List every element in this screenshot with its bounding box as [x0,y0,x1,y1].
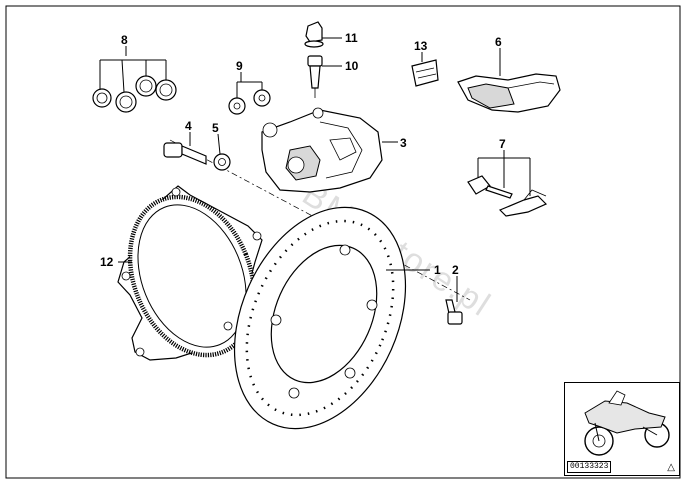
motorcycle-silhouette [584,390,670,456]
vehicle-thumbnail[interactable]: 00133323 △ [564,382,680,476]
callout-2[interactable]: 2 [452,263,459,277]
brake-pad-set[interactable] [457,73,561,113]
callout-10[interactable]: 10 [345,59,359,73]
callout-4[interactable]: 4 [185,119,192,133]
warning-triangle-icon: △ [667,462,675,473]
callout-11[interactable]: 11 [345,31,358,45]
pad-pin-kit[interactable] [467,175,548,217]
callout-12[interactable]: 12 [100,255,114,269]
leader-lines [99,37,531,302]
callout-3[interactable]: 3 [400,136,407,150]
bleeder-valve[interactable] [307,55,323,98]
callout-1[interactable]: 1 [434,263,441,277]
callout-7[interactable]: 7 [499,137,506,151]
callout-5[interactable]: 5 [212,121,219,135]
pad-spring-clip[interactable] [411,59,439,87]
bushing-pair[interactable] [228,89,271,115]
brake-caliper[interactable] [261,107,383,193]
callout-13[interactable]: 13 [414,39,428,53]
callout-8[interactable]: 8 [121,33,128,47]
seal-ring-set[interactable] [92,75,177,113]
caliper-bolt[interactable] [163,142,207,165]
brake-disc[interactable] [202,180,439,455]
abs-sensor-ring[interactable] [108,178,277,374]
diagram-frame [5,5,681,479]
bleeder-cap[interactable] [304,21,324,48]
callout-labels: 1 2 3 4 5 6 7 8 9 10 11 12 13 [100,31,506,277]
callout-9[interactable]: 9 [236,59,243,73]
disc-bolt[interactable] [445,299,463,325]
callout-6[interactable]: 6 [495,35,502,49]
washer[interactable] [213,153,231,171]
diagram-id-label: 00133323 [567,461,612,473]
